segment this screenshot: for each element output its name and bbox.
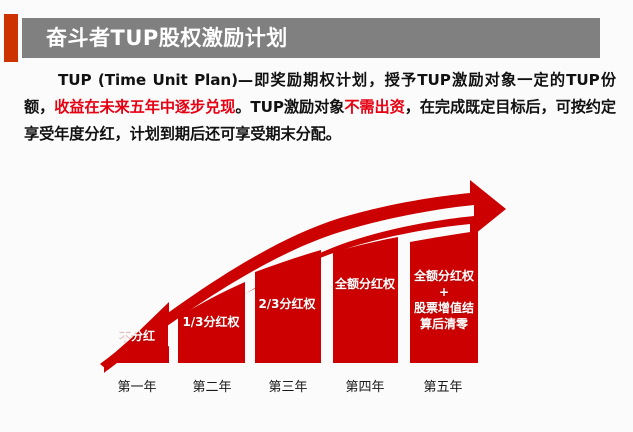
- axis-label-year-1: 第一年: [117, 380, 157, 395]
- tup-growth-diagram: 不分红 1/3分红权 2/3分红权 全额分红权 全额分红权 + 股票增值结 算后…: [0, 176, 633, 432]
- body-paragraph: TUP (Time Unit Plan)—即奖励期权计划，授予TUP激励对象一定…: [24, 67, 616, 148]
- growth-arrow-icon: [100, 180, 506, 374]
- bar-label-2: 1/3分红权: [182, 315, 240, 329]
- paragraph-segment-5: ，在完成既定目标后，可按约定享受年度分红，计划到期后还可享受期末分配。: [24, 98, 616, 143]
- header-accent-bar: [4, 14, 18, 62]
- bar-3-front: [255, 250, 321, 363]
- bar-2-front: [178, 282, 245, 363]
- axis-label-year-4: 第四年: [345, 380, 385, 395]
- paragraph-segment-4: 不需出资: [344, 98, 405, 116]
- paragraph-segment-1: TUP (Time Unit Plan)—即奖励期权计划，授予TUP激励对象一定…: [24, 71, 616, 116]
- axis-label-year-2: 第二年: [192, 380, 232, 395]
- paragraph-segment-3: 。TUP激励对象: [235, 98, 345, 116]
- bar-label-3: 2/3分红权: [258, 297, 316, 311]
- header-band: [22, 18, 600, 58]
- bar-label-1: 不分红: [118, 329, 155, 343]
- bar-4-front: [333, 237, 398, 363]
- bar-group-front: [104, 231, 478, 373]
- bar-label-4: 全额分红权: [334, 277, 395, 291]
- axis-label-year-5: 第五年: [423, 380, 463, 395]
- bar-1-front: [104, 321, 168, 373]
- paragraph-segment-2: 收益在未来五年中逐步兑现: [54, 98, 236, 116]
- diagram-canvas: [100, 180, 506, 384]
- arrow-bar-separator: [100, 205, 474, 384]
- axis-label-year-3: 第三年: [268, 380, 308, 395]
- bar-5-front: [410, 231, 478, 363]
- page-title: 奋斗者TUP股权激励计划: [46, 26, 288, 50]
- bar-label-5: 全额分红权 + 股票增值结 算后清零: [413, 269, 474, 331]
